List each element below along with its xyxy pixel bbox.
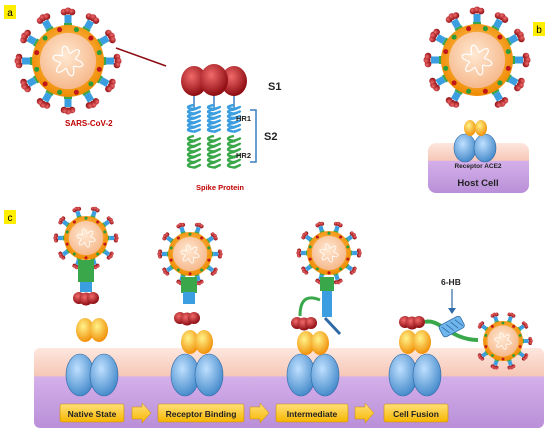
arrow-icon — [249, 402, 270, 424]
panel-c-label: c — [8, 213, 13, 224]
host-cell — [428, 143, 529, 193]
ace2-receptor — [170, 330, 224, 397]
receptor-binding-virus — [157, 222, 223, 286]
s1-head-left — [181, 66, 207, 96]
arrow-icon — [354, 402, 375, 424]
spike — [508, 52, 531, 68]
bundle-arrowhead — [448, 308, 456, 314]
stage-box-fusion — [383, 403, 449, 423]
ace2-receptor — [65, 318, 119, 397]
hr1-label: HR1 — [236, 114, 251, 123]
ace2-receptor — [286, 331, 340, 397]
stage-receptor-binding: Receptor Binding — [166, 409, 237, 419]
stage-native-state: Native State — [68, 409, 117, 419]
ace2-receptors — [65, 318, 442, 397]
panel-a-badge — [4, 5, 16, 19]
stage-box-binding — [157, 403, 245, 423]
bound-virus — [423, 6, 531, 108]
s2-bracket — [250, 109, 257, 163]
panel-a-label: a — [7, 8, 13, 19]
stage-intermediate: Intermediate — [287, 409, 338, 419]
panel-c-badge — [4, 210, 16, 224]
panel-c: c — [4, 206, 544, 428]
s2-label: S2 — [264, 131, 277, 143]
hr1-coils — [186, 103, 242, 134]
spike-protein-diagram — [181, 64, 257, 170]
spike-protein-label: Spike Protein — [196, 183, 244, 192]
virus-name-label: SARS-CoV-2 — [65, 119, 113, 128]
ace2-receptor — [388, 330, 442, 397]
panel-b: b Receptor ACE2 Host Cell — [423, 6, 545, 193]
arrow-icon — [131, 402, 152, 424]
panel-b-label: b — [536, 25, 542, 36]
s1-label: S1 — [268, 81, 281, 93]
spike — [80, 85, 100, 109]
host-cell-label: Host Cell — [457, 178, 498, 189]
hr2-label: HR2 — [236, 151, 251, 160]
spike — [315, 221, 326, 236]
six-helix-bundle-label: 6-HB — [441, 277, 461, 287]
receptor-ace2-label: Receptor ACE2 — [454, 163, 501, 170]
stage-cell-fusion: Cell Fusion — [393, 409, 439, 419]
intermediate-virus — [296, 221, 362, 285]
stage-labels: Native State Receptor Binding Intermedia… — [59, 402, 449, 424]
zoom-pointer-line — [115, 47, 167, 67]
s1-head-center — [200, 64, 228, 96]
stage-spikes — [73, 260, 479, 342]
spike — [301, 262, 316, 275]
ace2-receptor — [453, 120, 497, 163]
hr2-coils — [186, 134, 242, 170]
spike — [89, 206, 100, 221]
s1-head-right — [221, 66, 247, 96]
spike — [296, 248, 311, 258]
panel-a: a SARS-CoV-2 S1 S2 HR1 HR2 Spike Protein — [4, 5, 281, 192]
spike — [520, 336, 533, 346]
spike — [176, 222, 187, 237]
fusing-virus — [477, 312, 533, 370]
sars-cov-2-virus — [14, 7, 122, 115]
stage-box-native — [59, 403, 125, 423]
stage-box-intermediate — [275, 403, 349, 423]
panel-b-badge — [533, 22, 545, 36]
